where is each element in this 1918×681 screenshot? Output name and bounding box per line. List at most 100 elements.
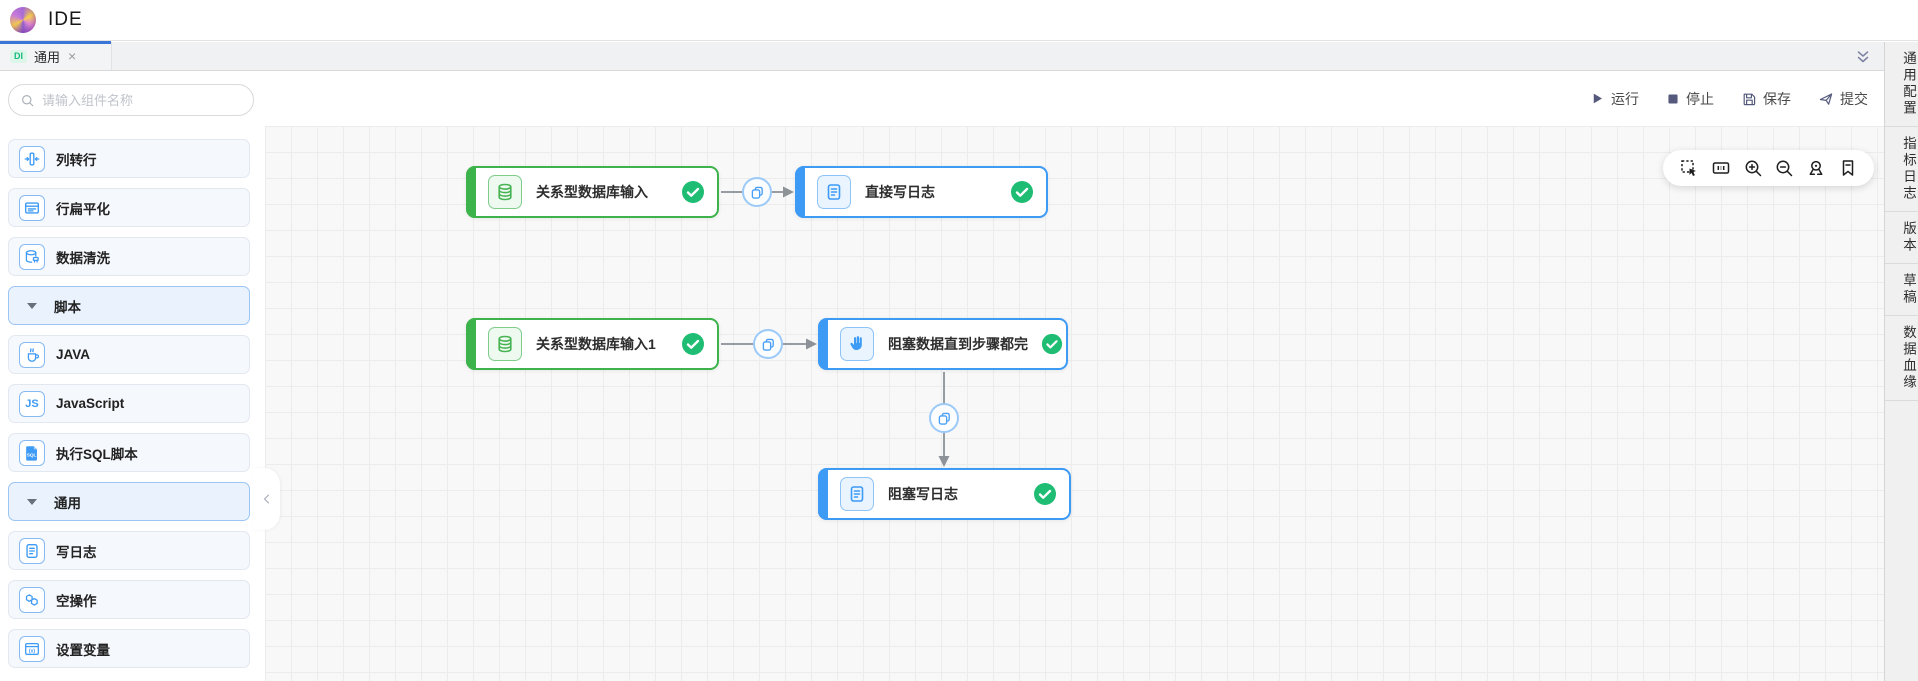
marquee-select-icon[interactable] (1678, 157, 1700, 179)
sidebar-item-sql-script[interactable]: SQL 执行SQL脚本 (8, 433, 250, 472)
zoom-out-icon[interactable] (1773, 157, 1795, 179)
sidebar-item-data-clean[interactable]: 数据清洗 (8, 237, 250, 276)
right-tab-metric-log[interactable]: 指标日志 (1885, 127, 1918, 212)
component-sidebar: 列转行 行扁平化 (0, 71, 265, 681)
node-label: 阻塞写日志 (888, 486, 958, 502)
sidebar-item-set-variable[interactable]: (x) 设置变量 (8, 629, 250, 668)
block-hand-icon (840, 327, 874, 361)
right-tab-general-config[interactable]: 通用配置 (1885, 42, 1918, 127)
write-log-icon (19, 537, 45, 564)
component-search-box[interactable] (8, 84, 254, 116)
locate-icon[interactable] (1805, 157, 1827, 179)
one-to-one-icon[interactable] (1710, 157, 1732, 179)
chevron-double-down-icon (1857, 51, 1869, 63)
sidebar-item-java[interactable]: JAVA (8, 335, 250, 374)
sidebar-group-label: 通用 (54, 495, 81, 511)
save-button[interactable]: 保存 (1741, 89, 1791, 109)
database-icon (488, 327, 522, 361)
noop-icon (19, 586, 45, 613)
component-list: 列转行 行扁平化 (8, 139, 250, 668)
sidebar-group-script[interactable]: 脚本 (8, 286, 250, 325)
copy-icon (751, 186, 763, 199)
sidebar-item-label: 写日志 (56, 544, 97, 560)
sidebar-group-general[interactable]: 通用 (8, 482, 250, 521)
submit-button[interactable]: 提交 (1818, 89, 1868, 109)
save-icon (1743, 93, 1756, 105)
chevron-left-icon (263, 494, 269, 504)
right-panel-tabstrip: 通用配置 指标日志 版本 草稿 数据血缘 (1884, 42, 1918, 681)
run-button[interactable]: 运行 (1590, 89, 1639, 109)
success-check-icon (1033, 482, 1057, 506)
sidebar-item-label: 列转行 (56, 152, 97, 168)
edge-connector-copy[interactable] (742, 177, 772, 207)
node-label: 关系型数据库输入1 (536, 336, 656, 352)
search-icon (22, 94, 34, 106)
stop-icon (1668, 93, 1678, 104)
tab-bar: DI 通用 × (0, 41, 1884, 71)
sidebar-item-javascript[interactable]: JS JavaScript (8, 384, 250, 423)
success-check-icon (1041, 333, 1063, 355)
flow-node-direct-log[interactable]: 直接写日志 (795, 166, 1048, 218)
edge-connector-copy[interactable] (929, 403, 959, 433)
send-icon (1819, 92, 1833, 105)
flow-node-db-input-1[interactable]: 关系型数据库输入1 (466, 318, 719, 370)
sidebar-item-label: JAVA (56, 347, 91, 362)
node-accent-bar (466, 318, 476, 370)
right-tab-version[interactable]: 版本 (1885, 212, 1918, 264)
sidebar-item-label: 设置变量 (56, 642, 110, 658)
tab-general[interactable]: DI 通用 × (0, 41, 112, 70)
app-header: IDE (0, 0, 1918, 41)
caret-down-icon (27, 302, 37, 309)
right-tab-draft[interactable]: 草稿 (1885, 264, 1918, 316)
app-title: IDE (48, 9, 83, 30)
main-area: 列转行 行扁平化 (0, 71, 1884, 681)
copy-icon (762, 338, 774, 351)
data-clean-icon (19, 243, 45, 270)
node-accent-bar (795, 166, 805, 218)
flow-node-db-input[interactable]: 关系型数据库输入 (466, 166, 719, 218)
copy-icon (938, 412, 950, 425)
write-log-icon (840, 477, 874, 511)
java-icon (19, 341, 45, 368)
flow-node-block-write-log[interactable]: 阻塞写日志 (818, 468, 1071, 520)
sidebar-item-row-flatten[interactable]: 行扁平化 (8, 188, 250, 227)
sidebar-item-write-log[interactable]: 写日志 (8, 531, 250, 570)
right-tab-data-lineage[interactable]: 数据血缘 (1885, 316, 1918, 401)
node-accent-bar (466, 166, 476, 218)
sidebar-collapse-handle[interactable] (253, 468, 280, 530)
node-label: 阻塞数据直到步骤都完 (888, 336, 1028, 352)
column-to-row-icon (19, 145, 45, 172)
database-icon (488, 175, 522, 209)
sidebar-item-label: JavaScript (56, 396, 125, 411)
node-accent-bar (818, 318, 828, 370)
sidebar-item-column-to-row[interactable]: 列转行 (8, 139, 250, 178)
flow-canvas[interactable]: 关系型数据库输入 直接写日志 (265, 126, 1884, 681)
bookmark-icon[interactable] (1837, 157, 1859, 179)
write-log-icon (817, 175, 851, 209)
sidebar-item-label: 空操作 (56, 593, 97, 609)
sql-script-icon: SQL (19, 439, 45, 466)
node-label: 直接写日志 (865, 184, 935, 200)
flow-node-block-until-done[interactable]: 阻塞数据直到步骤都完 (818, 318, 1068, 370)
tab-di-badge: DI (10, 49, 27, 63)
stop-button[interactable]: 停止 (1666, 89, 1714, 109)
zoom-in-icon[interactable] (1742, 157, 1764, 179)
tab-close-icon[interactable]: × (68, 48, 77, 64)
sidebar-group-label: 脚本 (54, 299, 81, 315)
node-accent-bar (818, 468, 828, 520)
sidebar-item-noop[interactable]: 空操作 (8, 580, 250, 619)
sidebar-item-label: 行扁平化 (56, 201, 110, 217)
component-search-input[interactable] (42, 92, 242, 108)
caret-down-icon (27, 498, 37, 505)
collapse-tabs-button[interactable] (1852, 46, 1874, 68)
canvas-toolbar (1663, 150, 1874, 186)
success-check-icon (1010, 180, 1034, 204)
svg-text:(x): (x) (29, 648, 35, 654)
node-label: 关系型数据库输入 (536, 184, 648, 200)
content-area: 运行 停止 保存 提交 (265, 71, 1884, 681)
action-toolbar: 运行 停止 保存 提交 (265, 71, 1884, 126)
app-logo-icon (10, 7, 36, 33)
row-flatten-icon (19, 194, 45, 221)
edge-connector-copy[interactable] (753, 329, 783, 359)
